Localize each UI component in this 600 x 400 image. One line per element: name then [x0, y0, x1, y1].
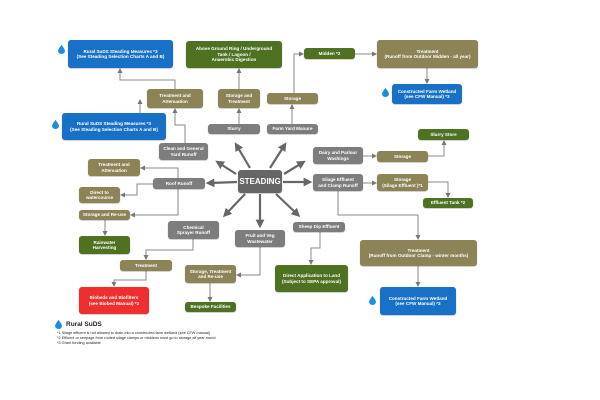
constructed-farm-wetland-bottom: Constructed Farm Wetland (see CFW Manual… — [380, 287, 456, 315]
footnote: *2 Effluent or seepage from roofed silag… — [57, 336, 216, 340]
water-drop-icon — [52, 120, 59, 129]
steading-arrow — [283, 160, 306, 175]
fruit-veg-wastewater-node: Fruit and Veg Wastewater — [235, 230, 285, 247]
connector — [428, 181, 451, 198]
connector — [293, 51, 304, 93]
constructed-farm-wetland-top: Constructed Farm Wetland (see CFW Manual… — [392, 84, 462, 104]
direct-to-watercourse-node: Direct to watercourse — [79, 187, 120, 203]
steading-arrow — [205, 178, 238, 188]
steading-arrow — [275, 193, 301, 218]
rural-suds-steading-measures-top: Rural SuDS Steading Measures *3 (See Ste… — [68, 40, 173, 68]
biobeds-node: Biobeds and Biofilters (see Biobed Manua… — [79, 287, 149, 314]
legend-title: Rural SuDS — [66, 321, 102, 328]
footnote: *3 Grant funding available — [57, 341, 101, 345]
storage-treatment-reuse-node: Storage, Treatment and Re-use — [185, 265, 236, 283]
above-ground-storage-node: Above Ground Ring / Underground Tank / L… — [186, 41, 282, 68]
treatment-clamp-node: Treatment (Runoff from Outdoor Clamp - w… — [360, 240, 477, 266]
connector — [428, 140, 447, 157]
water-drop-icon — [369, 296, 376, 305]
effluent-tank-node: Effluent Tank *2 — [423, 198, 473, 208]
treatment-attenuation-left: Treatment and Attenuation — [88, 159, 140, 176]
steading-arrow — [269, 142, 287, 169]
farm-yard-manure-node: Farm Yard Manure — [267, 124, 318, 134]
connector — [172, 108, 186, 143]
clean-yard-runoff-node: Clean and General Yard Runoff — [159, 143, 208, 160]
storage-reuse-node: Storage and Re-use — [79, 210, 130, 220]
connector — [130, 189, 179, 218]
rainwater-harvesting-node: Rainwater Harvesting — [79, 236, 130, 254]
dairy-parlour-washings-node: Dairy and Parlour Washings — [313, 147, 363, 164]
midden-node: Midden *2 — [304, 48, 355, 59]
steading-arrow — [215, 160, 237, 175]
water-drop-icon — [382, 88, 389, 97]
connector — [308, 232, 321, 265]
connector — [143, 239, 194, 260]
storage-dairy-node: Storage — [377, 151, 428, 162]
chemical-sprayer-runoff-node: Chemical Sprayer Runoff — [168, 221, 219, 239]
steading-arrow — [222, 193, 246, 218]
slurry-store-node: Slurry Store — [418, 129, 469, 140]
connector — [117, 68, 176, 89]
slurry-node: Slurry — [208, 124, 260, 134]
water-drop-icon — [55, 320, 62, 329]
footnote: *1 Silage effluent is not allowed to dra… — [57, 331, 211, 335]
connector — [111, 271, 147, 287]
water-drop-icon — [58, 45, 65, 54]
sheep-dip-effluent-node: Sheep Dip Effluent — [293, 222, 345, 232]
connector — [236, 247, 261, 278]
treatment-attenuation-top: Treatment and Attenuation — [147, 89, 203, 108]
rural-suds-steading-measures-mid: Rural SuDS Steading Measures *3 (See Ste… — [62, 113, 166, 140]
direct-application-land-node: Direct Application to Land (Subject to S… — [275, 265, 348, 292]
connector — [120, 183, 153, 198]
storage-fym-node: Storage — [267, 93, 318, 104]
connector — [337, 191, 421, 240]
storage-silage-node: Storage (Silage Effluent )*1 — [377, 174, 428, 191]
bespoke-facilities-node: Bespoke Facilities — [185, 302, 236, 312]
roof-runoff-node: Roof Runoff — [153, 178, 205, 189]
silage-effluent-node: Silage Effluent and Clamp Runoff — [313, 174, 363, 191]
steading-center: STEADING — [238, 170, 282, 193]
steading-arrow — [234, 142, 251, 169]
connector — [140, 165, 179, 178]
storage-treatment-node: Storage and Treatment — [218, 89, 260, 108]
treatment-chemical-node: Treatment — [120, 260, 172, 271]
treatment-midden-node: Treatment (Runoff from Outdoor Midden - … — [377, 40, 478, 68]
